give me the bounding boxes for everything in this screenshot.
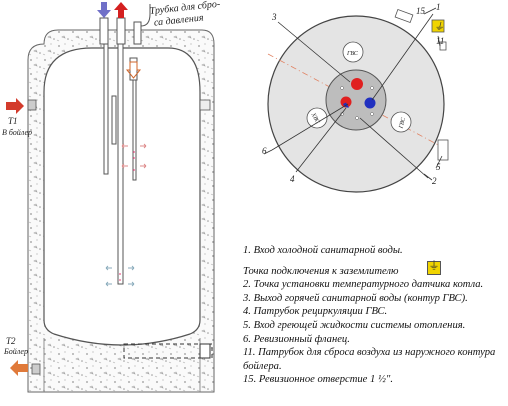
- legend: 1. Вход холодной санитарной воды. Точка …: [243, 244, 505, 387]
- callout-3: 3: [271, 12, 277, 22]
- legend-item-6: 6. Ревизионный фланец.: [243, 333, 350, 345]
- t2-sublabel: Бойлер: [3, 347, 28, 356]
- legend-item-11: 11. Патрубок для сброса воздуха из наруж…: [243, 347, 496, 372]
- port-label-left: ХВС: [309, 111, 321, 125]
- callout-5: 5: [436, 162, 441, 172]
- boiler-side-view: Трубка для сбро- са давления: [2, 0, 224, 393]
- callout-2: 2: [432, 176, 437, 186]
- recirc-arrow: [125, 61, 142, 79]
- port-label-top: ГВС: [346, 51, 359, 57]
- legend-item-3: 3. Выход горячей санитарной воды (контур…: [243, 292, 468, 304]
- port-1-blue: [364, 97, 376, 109]
- revision-flange-outline: [123, 343, 213, 359]
- legend-item-5: 5. Вход греющей жидкости системы отоплен…: [243, 319, 466, 331]
- port-4-mixed: [340, 96, 352, 108]
- cold-water-in-arrow: [97, 2, 111, 18]
- t2-arrow: [10, 360, 28, 376]
- callout-4: 4: [290, 174, 295, 184]
- legend-item-4: 4. Патрубок рециркуляции ГВС.: [243, 306, 388, 318]
- t1-arrow: [6, 98, 24, 114]
- t2-label: Т2: [6, 336, 16, 346]
- ground-badge-top: [431, 19, 445, 33]
- t1-label: Т1: [8, 116, 18, 126]
- callout-15: 15: [416, 6, 426, 16]
- flow-arrows: [121, 143, 147, 169]
- legend-item-15: 15. Ревизионное отверстие 1 ½".: [243, 374, 393, 386]
- port-3-red: [351, 78, 363, 90]
- boiler-top-view: ГВС ХВС ГВС 3 15 1 11 6 4 5: [262, 2, 449, 193]
- legend-item-2: 2. Точка установки температурного датчик…: [243, 279, 484, 291]
- top-pipes: [99, 17, 142, 285]
- legend-item-1: 1. Вход холодной санитарной воды.: [243, 245, 403, 256]
- callout-1: 1: [436, 2, 441, 12]
- port-label-right: ГВС: [398, 116, 407, 130]
- callout-6: 6: [262, 146, 267, 156]
- svg-text:⏚: ⏚: [434, 22, 444, 33]
- callout-11: 11: [436, 36, 444, 46]
- ground-icon: [426, 259, 441, 275]
- t1-sublabel: В бойлер: [2, 128, 32, 137]
- pressure-tube-label: Трубка для сбро- са давления: [149, 0, 224, 29]
- legend-item-ground: Точка подключения к заземлителю: [243, 259, 505, 279]
- hot-water-out-arrow: [114, 2, 128, 18]
- pressure-relief-tube: [140, 4, 151, 27]
